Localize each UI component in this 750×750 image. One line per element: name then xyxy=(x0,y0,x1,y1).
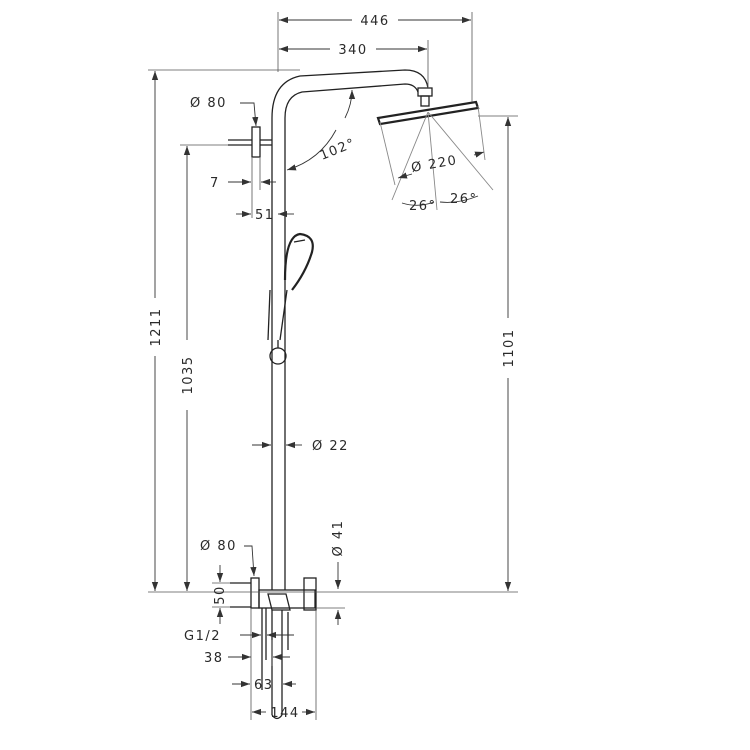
dim-spray-angle-left-label: 26° xyxy=(409,199,437,214)
hand-shower xyxy=(267,232,314,365)
riser-bend-outer xyxy=(271,69,429,119)
dim-51-label: 51 xyxy=(255,208,275,223)
hand-shower-handle xyxy=(279,289,288,341)
dim-63-label: 63 xyxy=(254,678,274,693)
dim-144-label: 144 xyxy=(270,706,299,721)
shower-hose xyxy=(267,289,271,341)
dimension-446: 446 xyxy=(279,14,471,29)
dimension-top-holder-diameter: Ø 80 xyxy=(190,96,259,127)
dimension-7: 7 xyxy=(210,158,276,218)
mixer-body xyxy=(258,589,316,609)
dimension-set: 446 340 Ø 80 102° Ø 220 xyxy=(149,14,517,721)
top-wall-holder xyxy=(228,126,272,158)
dimension-mixer-diameter: Ø 41 xyxy=(316,520,346,625)
mixer-handle xyxy=(303,577,317,611)
dimension-38: 38 xyxy=(204,640,290,666)
dim-pipe-diameter-label: Ø 22 xyxy=(312,439,349,454)
top-holder-rose xyxy=(251,126,261,158)
extension-lines xyxy=(148,12,518,593)
dim-mixer-diameter-label: Ø 41 xyxy=(331,520,346,557)
dim-angle-label: 102° xyxy=(318,136,358,164)
spout-connector xyxy=(267,593,291,611)
dim-top-holder-label: Ø 80 xyxy=(190,96,227,111)
riser-bend-inner xyxy=(284,83,419,119)
dim-bottom-holder-label: Ø 80 xyxy=(200,539,237,554)
dim-446-label: 446 xyxy=(360,14,389,29)
dim-1035-label: 1035 xyxy=(181,355,196,394)
dimension-63: 63 xyxy=(232,608,296,720)
dim-1211-label: 1211 xyxy=(149,307,164,346)
dimension-pipe-diameter: Ø 22 xyxy=(252,439,349,454)
thermostat-mixer xyxy=(230,577,317,720)
hand-shower-head xyxy=(283,232,314,291)
dimension-340: 340 xyxy=(279,43,427,58)
dimension-1035: 1035 xyxy=(181,146,196,591)
dimension-51: 51 xyxy=(236,208,294,223)
dimension-1211: 1211 xyxy=(149,71,164,591)
head-connector xyxy=(417,87,433,97)
dim-1101-label: 1101 xyxy=(502,328,517,367)
dimension-arm-angle: 102° xyxy=(286,89,358,171)
dim-340-label: 340 xyxy=(338,43,367,58)
dim-38-label: 38 xyxy=(204,651,224,666)
dim-head-diameter-label: Ø 220 xyxy=(410,153,459,176)
shower-column xyxy=(271,69,480,590)
dim-7-label: 7 xyxy=(210,176,220,191)
bottom-holder-rose xyxy=(250,577,260,609)
dimension-thread: G1/2 xyxy=(184,629,294,644)
dim-spray-angle-right-label: 26° xyxy=(450,192,478,207)
dim-50-label: 50 xyxy=(213,585,228,605)
dimension-1101: 1101 xyxy=(502,117,517,591)
dimension-144: 144 xyxy=(252,610,317,721)
dimension-bottom-holder-diameter: Ø 80 xyxy=(200,539,257,577)
dim-thread-label: G1/2 xyxy=(184,629,221,644)
head-joint xyxy=(420,95,430,107)
dimension-50: 50 xyxy=(212,565,230,624)
